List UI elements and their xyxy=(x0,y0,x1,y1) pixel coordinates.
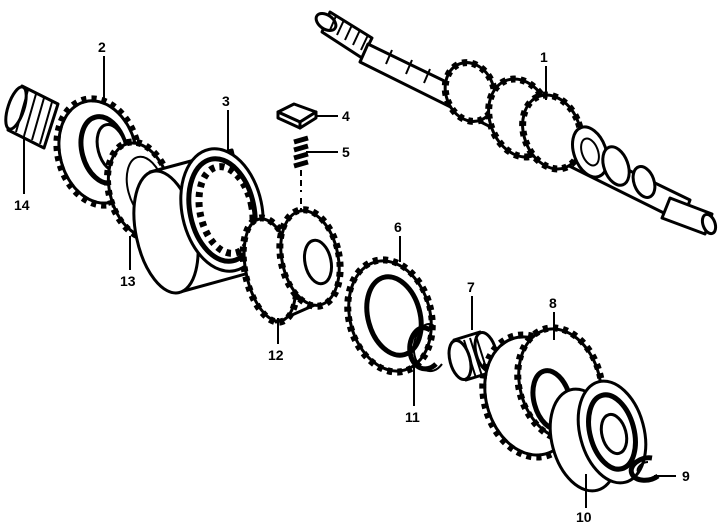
callout-14: 14 xyxy=(14,197,30,213)
synchronizer-sleeve-3 xyxy=(132,147,265,295)
leader-lines xyxy=(23,56,676,508)
shaft-splined-end xyxy=(314,10,374,60)
callout-6: 6 xyxy=(394,219,402,235)
callout-7: 7 xyxy=(467,279,475,295)
callout-1: 1 xyxy=(540,49,548,65)
callout-11: 11 xyxy=(405,409,420,425)
callout-9: 9 xyxy=(682,468,690,484)
synchronizer-hub-12 xyxy=(239,206,344,326)
shaft-gear-small xyxy=(441,59,499,125)
shaft-output-end xyxy=(660,196,718,236)
callout-8: 8 xyxy=(549,295,557,311)
shifting-key-4 xyxy=(276,102,318,130)
synchronizer-ring-6 xyxy=(344,256,436,376)
spring-5 xyxy=(293,135,309,212)
callout-numbers: 1 2 3 4 5 6 7 8 9 10 11 12 13 14 xyxy=(14,39,690,525)
callout-4: 4 xyxy=(342,108,350,124)
callout-13: 13 xyxy=(120,273,136,289)
snap-ring-9 xyxy=(628,455,660,483)
callout-10: 10 xyxy=(576,509,592,525)
callout-12: 12 xyxy=(268,347,284,363)
ball-bearing-10 xyxy=(548,379,648,493)
needle-bearing-14 xyxy=(4,84,60,150)
shaft-gear-large xyxy=(485,75,585,173)
snap-ring-11 xyxy=(407,323,443,373)
main-shaft xyxy=(314,10,718,236)
callout-3: 3 xyxy=(222,93,230,109)
callout-5: 5 xyxy=(342,144,350,160)
shaft-collar xyxy=(571,125,657,199)
callout-2: 2 xyxy=(98,39,106,55)
